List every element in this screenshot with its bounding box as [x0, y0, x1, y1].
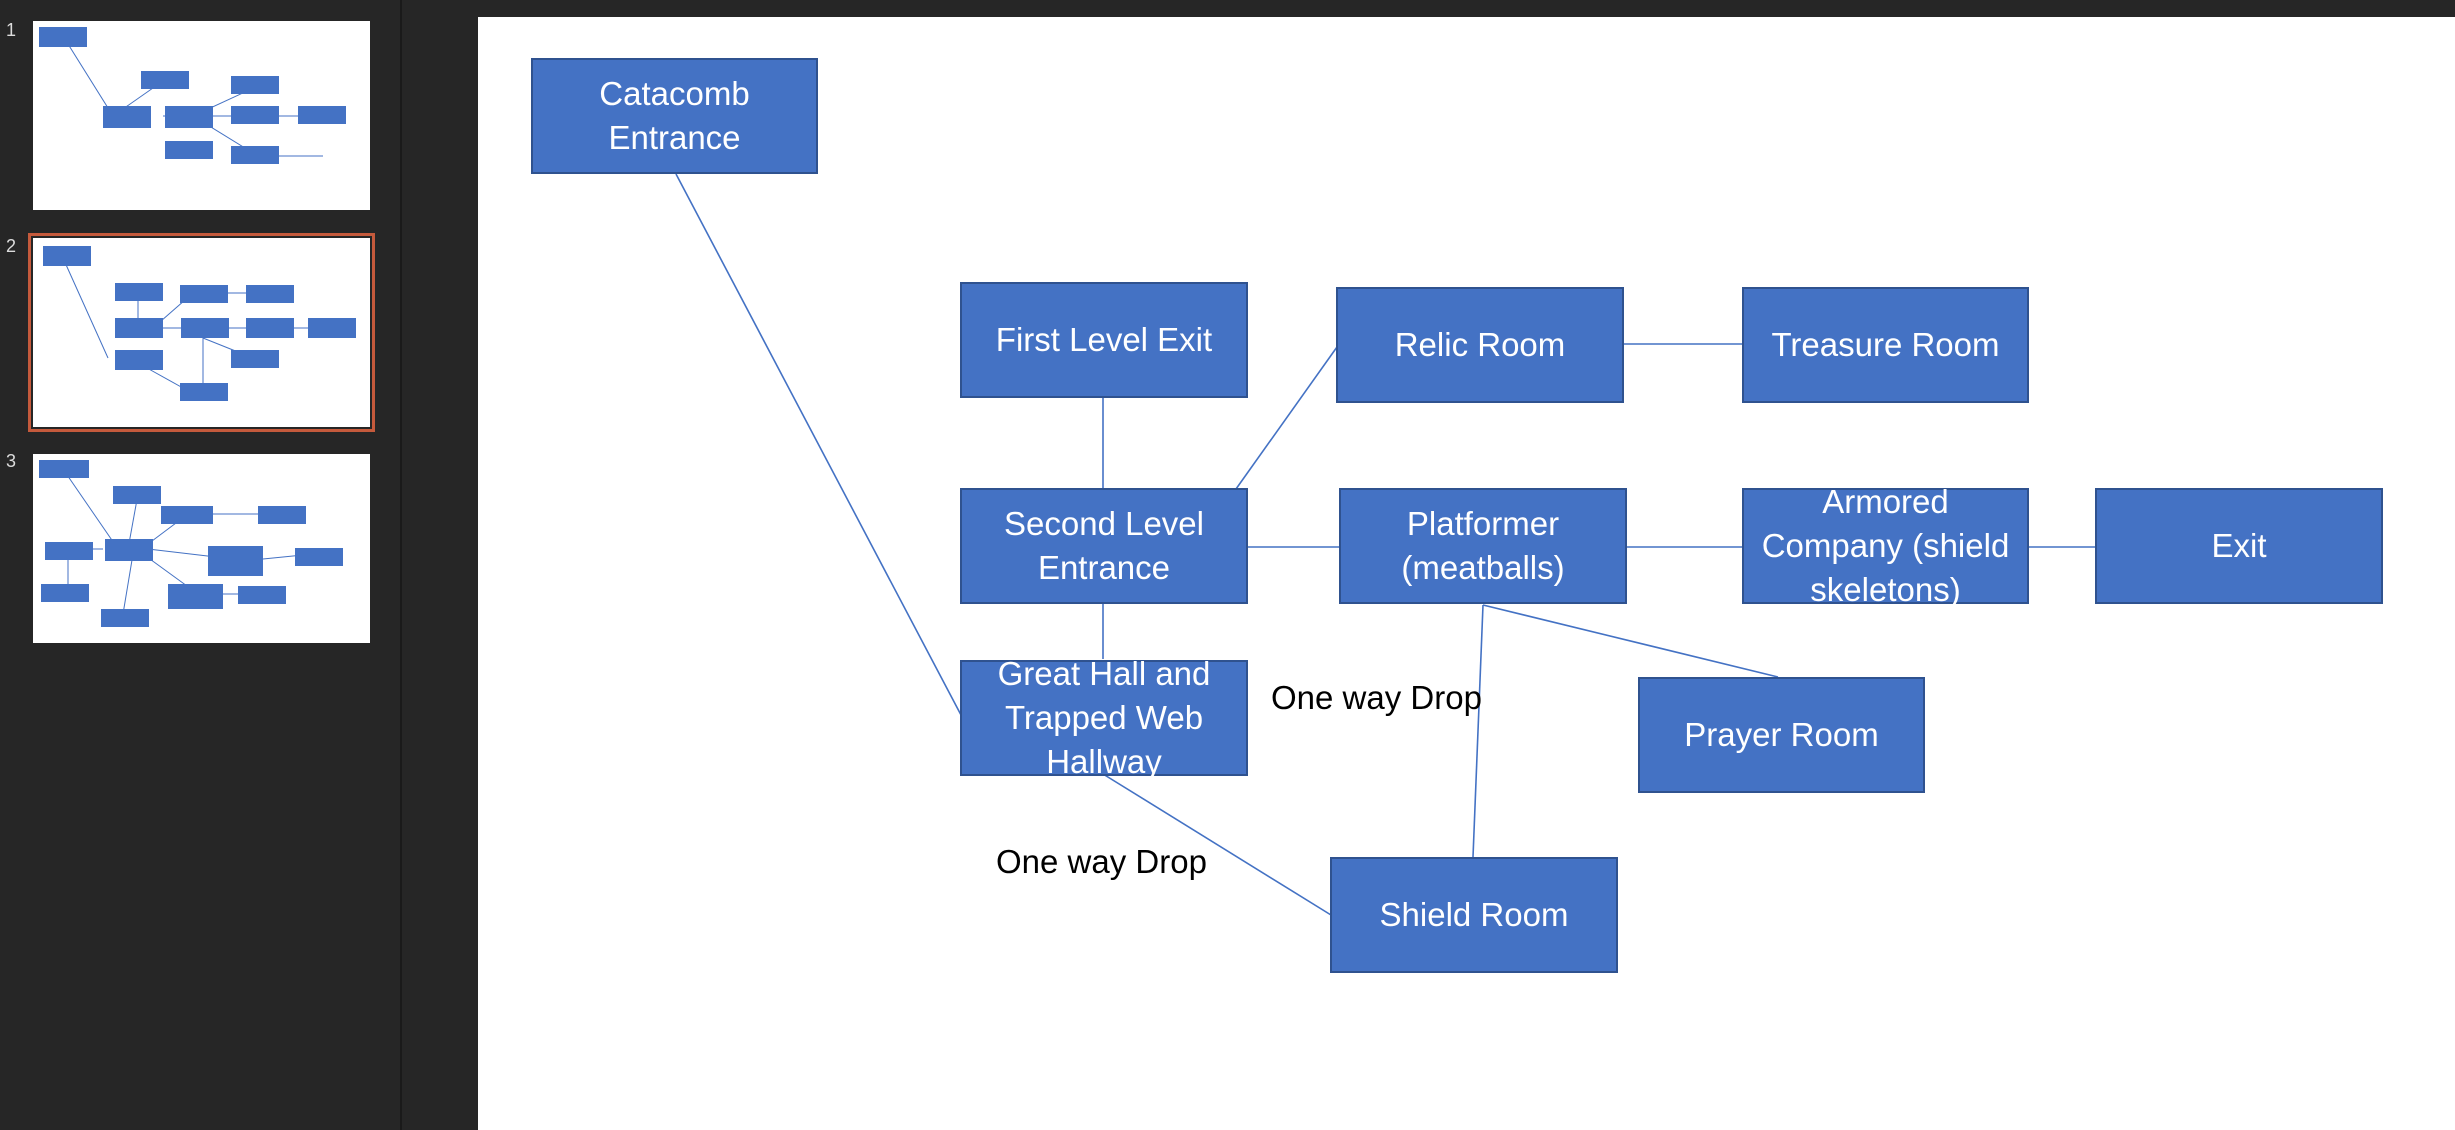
thumbnail-number-1: 1 — [6, 20, 17, 40]
connector-lines — [675, 173, 2095, 916]
slide-3-preview — [39, 460, 343, 627]
slide-1-preview — [39, 27, 346, 164]
room-treasure-room[interactable]: Treasure Room — [1742, 287, 2029, 403]
slide-canvas[interactable]: Catacomb Entrance First Level Exit Relic… — [478, 17, 2455, 1130]
room-relic-room[interactable]: Relic Room — [1336, 287, 1624, 403]
one-way-drop-label[interactable]: One way Drop — [996, 843, 1207, 880]
slide-thumbnail-3[interactable] — [33, 454, 370, 643]
room-catacomb-entrance[interactable]: Catacomb Entrance — [531, 58, 818, 174]
room-platformer[interactable]: Platformer (meatballs) — [1339, 488, 1627, 604]
room-great-hall[interactable]: Great Hall and Trapped Web Hallway — [960, 655, 1248, 780]
connector-great-hall-to-shield — [1102, 773, 1332, 916]
thumbnail-number-2: 2 — [6, 236, 17, 256]
slide-thumbnail-panel[interactable]: 1 — [0, 0, 402, 1130]
room-prayer-room[interactable]: Prayer Room — [1638, 677, 1925, 793]
room-first-level-exit[interactable]: First Level Exit — [960, 282, 1248, 398]
slide-thumbnail-2[interactable] — [28, 233, 375, 432]
slide-2-preview — [43, 246, 356, 401]
connector-platformer-to-shield — [1472, 604, 1484, 858]
room-exit[interactable]: Exit — [2095, 488, 2383, 604]
slide-thumbnail-1[interactable] — [33, 21, 370, 210]
room-shield-room[interactable]: Shield Room — [1330, 857, 1618, 973]
connector-second-entrance-to-relic — [1235, 346, 1338, 490]
thumbnail-number-3: 3 — [6, 451, 17, 471]
one-way-drop-label[interactable]: One way Drop — [1271, 679, 1482, 716]
connector-catacomb-to-great-hall — [675, 173, 962, 716]
connector-platformer-to-prayer — [1482, 604, 1779, 678]
room-armored-company[interactable]: Armored Company (shield skeletons) — [1742, 483, 2029, 608]
room-second-level-entrance[interactable]: Second Level Entrance — [960, 488, 1248, 604]
